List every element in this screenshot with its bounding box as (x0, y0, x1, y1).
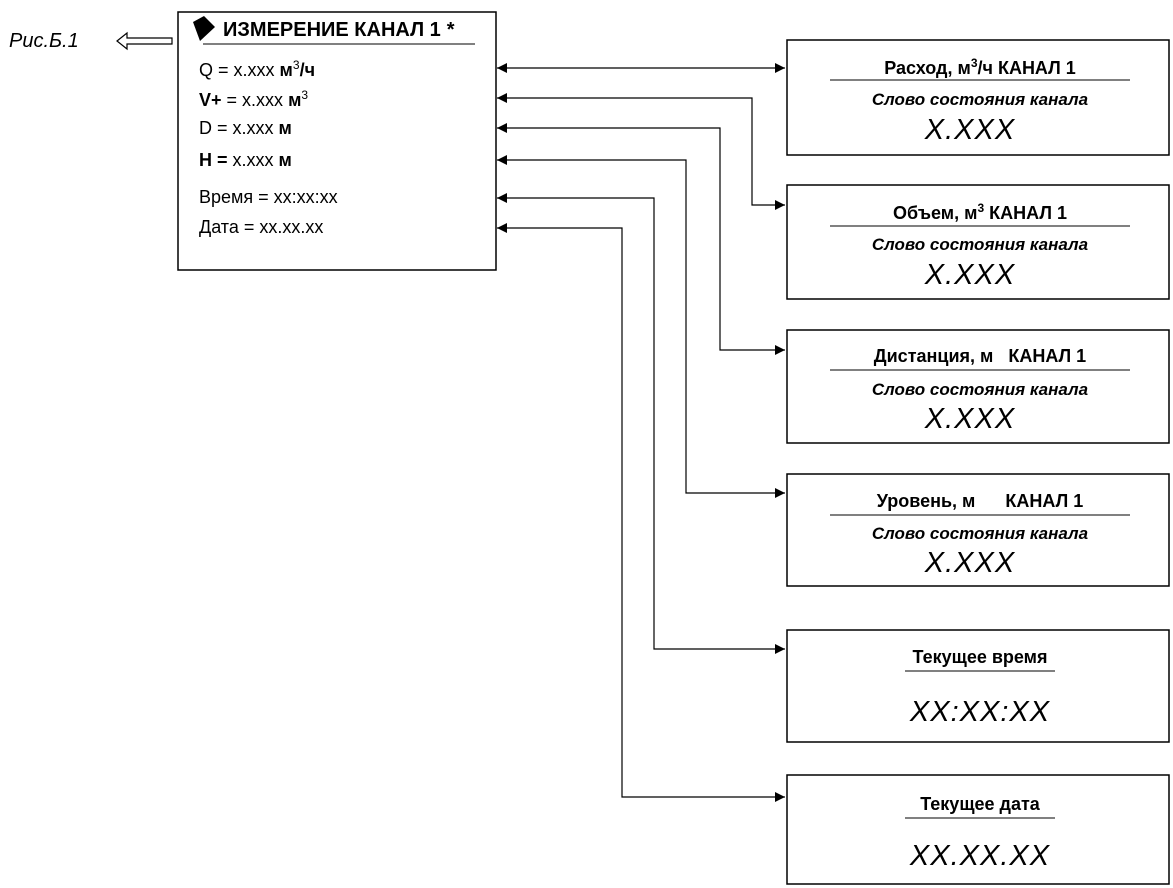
connector-volume (497, 93, 785, 210)
figure-ref-arrow-icon (116, 31, 173, 51)
menu-item-date[interactable]: Дата = хх.хх.хх (199, 217, 324, 237)
screen-volume-title: Объем, м3 КАНАЛ 1 (893, 201, 1067, 223)
screen-flow-value: X.XXX (924, 114, 1016, 146)
screen-volume-value: X.XXX (924, 259, 1016, 291)
screen-volume-sub: Слово состояния канала (871, 235, 1089, 254)
menu-pointer-icon (193, 16, 215, 41)
menu-item-time[interactable]: Время = хх:хх:хх (199, 187, 338, 207)
screen-date-title: Текущее дата (920, 794, 1040, 814)
figure-ref: Рис.Б.1 (9, 30, 79, 52)
menu-title: ИЗМЕРЕНИЕ КАНАЛ 1* (223, 19, 455, 42)
screen-time-value: XX:XX:XX (909, 696, 1051, 728)
connector-distance (497, 123, 785, 355)
screen-level-value: X.XXX (924, 547, 1016, 579)
screen-distance-box (786, 329, 1170, 444)
screen-flow-box (786, 39, 1170, 156)
screen-time-box (786, 629, 1170, 743)
screen-date-box (786, 774, 1170, 885)
screen-distance-title: Дистанция, м КАНАЛ 1 (873, 346, 1087, 366)
screen-distance-value: X.XXX (924, 403, 1016, 435)
menu-item-v[interactable]: V+ = x.xxx м3 (199, 88, 309, 110)
screen-date-value: XX.XX.XX (909, 840, 1051, 872)
screen-level-sub: Слово состояния канала (871, 524, 1089, 543)
screen-level-box (786, 473, 1170, 587)
screen-level-title: Уровень, м КАНАЛ 1 (876, 491, 1084, 511)
menu-item-q[interactable]: Q = x.xxx м3/ч (199, 58, 316, 80)
menu-item-h[interactable]: H = x.xxx м (199, 150, 292, 170)
screen-time-title: Текущее время (912, 647, 1048, 667)
screen-distance-sub: Слово состояния канала (871, 380, 1089, 399)
connector-level (497, 155, 785, 498)
connector-time (497, 193, 785, 654)
menu-marker: * (446, 19, 455, 41)
screen-flow-title: Расход, м3/ч КАНАЛ 1 (884, 56, 1076, 78)
menu-title-text: ИЗМЕРЕНИЕ КАНАЛ 1 (223, 19, 441, 41)
menu-box (177, 11, 497, 271)
screen-flow-sub: Слово состояния канала (871, 90, 1089, 109)
screen-volume-box (786, 184, 1170, 300)
menu-item-d[interactable]: D = x.xxx м (199, 118, 292, 138)
connector-date (497, 223, 785, 802)
